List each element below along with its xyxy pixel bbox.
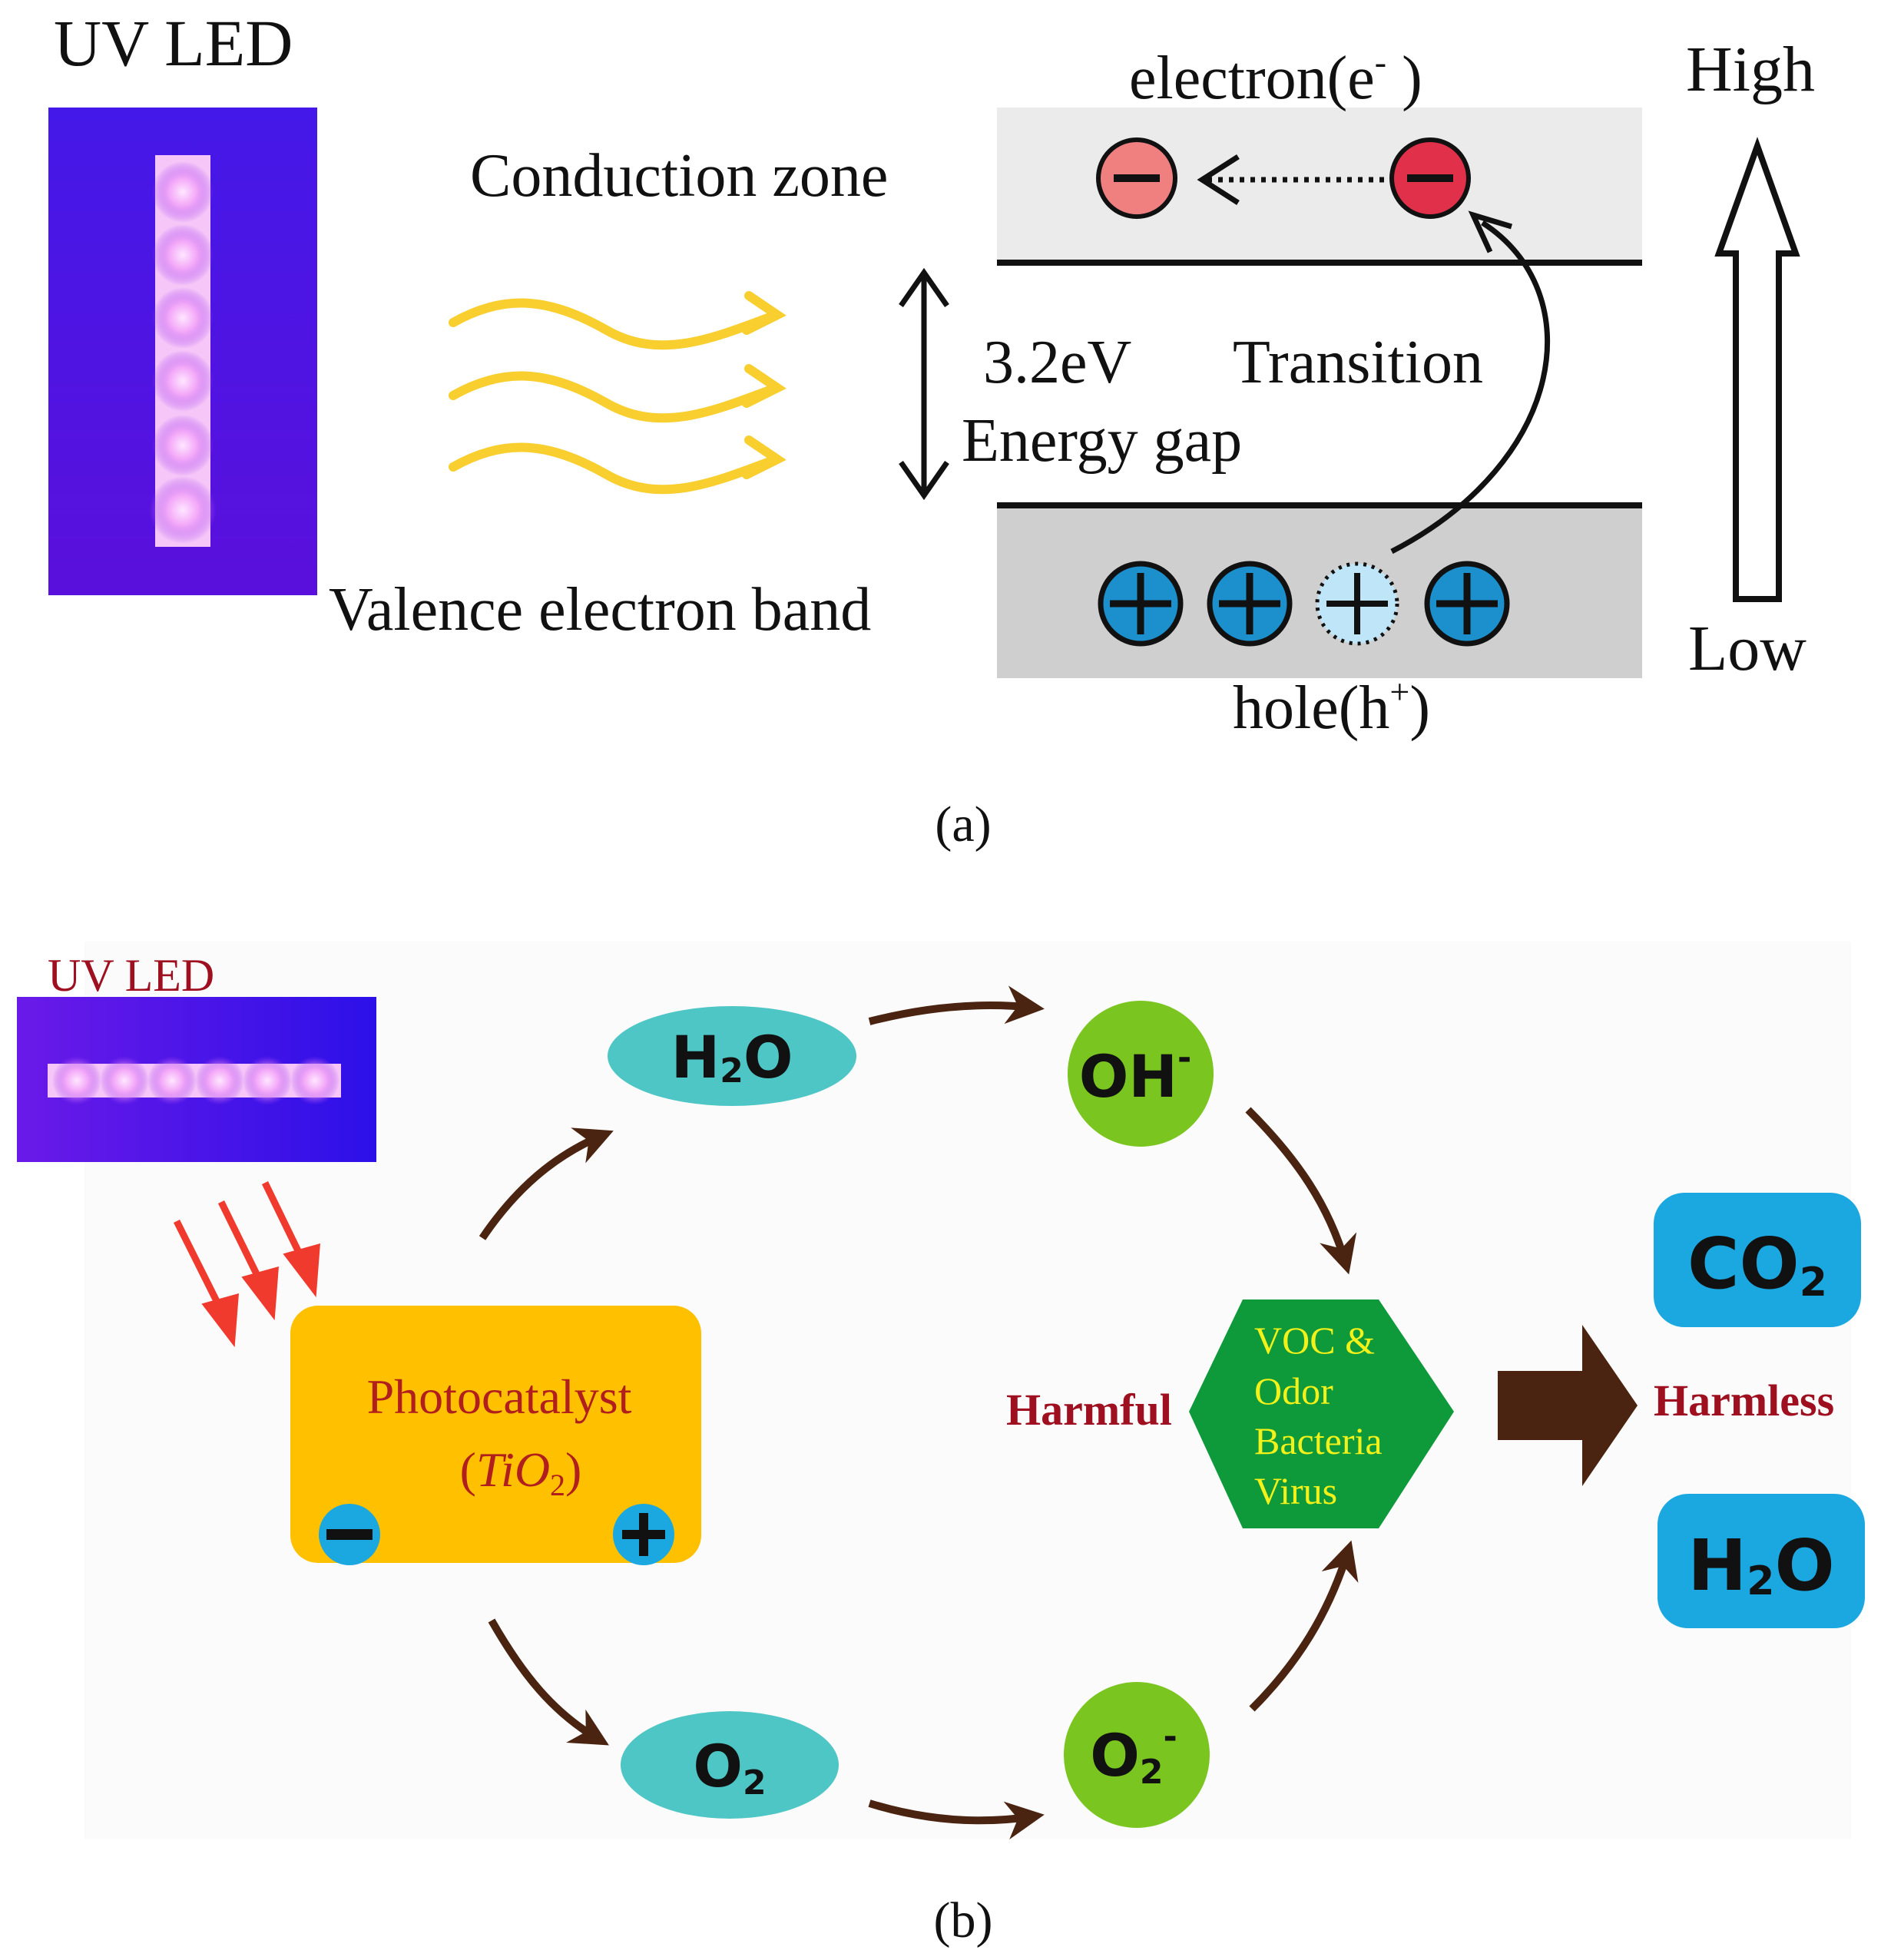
h2o-product: H2O bbox=[1657, 1494, 1865, 1628]
pollutant-item: Virus bbox=[1254, 1469, 1337, 1512]
panel-a-uv-led-title: UV LED bbox=[54, 6, 293, 80]
pollutant-item: Bacteria bbox=[1254, 1419, 1383, 1462]
conduction-zone-label: Conduction zone bbox=[470, 142, 888, 210]
o2-minus-label: O2- bbox=[1090, 1717, 1177, 1792]
conduction-band bbox=[997, 108, 1642, 263]
minus-terminal-icon bbox=[319, 1504, 380, 1565]
h2o-molecule: H2O bbox=[608, 1006, 856, 1106]
photocatalyst-box: Photocatalyst (TiO2) bbox=[290, 1306, 701, 1565]
co2-label: CO2 bbox=[1687, 1223, 1827, 1306]
uv-led-strip-photo bbox=[17, 997, 376, 1162]
double-arrow-icon bbox=[899, 267, 949, 501]
transition-label: Transition bbox=[1233, 329, 1483, 396]
hydroxide-radical: OH- bbox=[1068, 1001, 1214, 1147]
uv-led-strip-photo bbox=[48, 108, 317, 595]
energy-gap-label: Energy gap bbox=[962, 407, 1242, 475]
panel-b-uv-led-title: UV LED bbox=[48, 950, 214, 1001]
panel-a-caption: (a) bbox=[935, 796, 991, 853]
panel-b-caption: (b) bbox=[934, 1892, 993, 1948]
electron-minus-icon bbox=[1096, 137, 1177, 219]
electron-minus-icon bbox=[1389, 137, 1471, 219]
h2o-product-label: H2O bbox=[1687, 1525, 1834, 1607]
led-light-icon bbox=[52, 1056, 339, 1105]
tio2-label: (TiO2) bbox=[460, 1442, 582, 1502]
panel-a: UV LED bbox=[48, 6, 1815, 853]
low-label: Low bbox=[1688, 613, 1806, 684]
valence-band-label: Valence electron band bbox=[329, 576, 871, 644]
curved-reaction-arrow-icon bbox=[479, 985, 1359, 1840]
hollow-up-arrow-icon bbox=[1714, 137, 1800, 602]
led-light-icon bbox=[149, 161, 217, 544]
co2-product: CO2 bbox=[1654, 1193, 1861, 1327]
plus-terminal-icon bbox=[613, 1504, 674, 1565]
hole-plus-icon bbox=[1207, 561, 1293, 647]
o2-label: O2 bbox=[693, 1732, 766, 1803]
empty-hole-icon bbox=[1315, 561, 1399, 646]
hole-plus-icon bbox=[1424, 561, 1510, 647]
pollutant-item: VOC & bbox=[1254, 1319, 1375, 1362]
panel-b: UV LED Photocatalyst bbox=[17, 941, 1865, 1948]
red-lightning-arrow-icon bbox=[173, 1181, 320, 1348]
gap-value-label: 3.2eV bbox=[983, 329, 1131, 396]
block-right-arrow-icon bbox=[1498, 1325, 1638, 1486]
oh-label: OH- bbox=[1079, 1038, 1191, 1111]
dotted-arrow-icon bbox=[1197, 154, 1384, 205]
harmless-label: Harmless bbox=[1654, 1376, 1834, 1425]
superoxide-radical: O2- bbox=[1064, 1682, 1210, 1828]
h2o-label: H2O bbox=[671, 1023, 793, 1091]
hole-label: hole(h+) bbox=[1233, 672, 1430, 742]
photocatalyst-label: Photocatalyst bbox=[367, 1369, 632, 1424]
o2-molecule: O2 bbox=[621, 1711, 839, 1819]
high-label: High bbox=[1686, 34, 1815, 105]
hole-plus-icon bbox=[1098, 561, 1184, 647]
electron-label: electron(e- ) bbox=[1129, 42, 1422, 112]
wavy-light-arrow-icon bbox=[449, 291, 787, 495]
pollutant-hexagon: VOC & Odor Bacteria Virus bbox=[1189, 1299, 1454, 1528]
pollutant-item: Odor bbox=[1254, 1369, 1333, 1412]
transition-arrow-icon bbox=[1390, 210, 1551, 555]
harmful-label: Harmful bbox=[1006, 1385, 1172, 1435]
